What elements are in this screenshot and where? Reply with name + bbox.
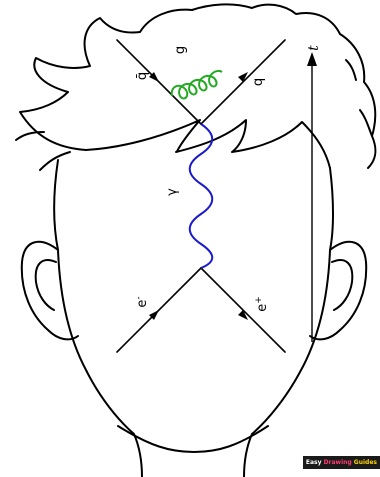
left-ear-inner — [36, 260, 56, 310]
label-antiquark: q̄ — [135, 72, 150, 80]
gluon-curly-line — [172, 71, 222, 99]
face-right-contour — [244, 168, 333, 477]
time-axis — [307, 52, 317, 342]
hair-fringe — [86, 120, 330, 168]
quark-arrow-icon — [238, 72, 248, 82]
hair-strand-right — [346, 60, 356, 80]
label-photon: γ — [165, 188, 180, 196]
positron-arrow-icon — [238, 310, 248, 320]
hair-outline — [20, 4, 375, 168]
hair-strand-right-2 — [360, 110, 372, 136]
label-quark: q — [251, 78, 266, 86]
fermion-arrowheads — [149, 72, 248, 320]
chin-contour — [118, 426, 268, 452]
face-left-contour — [54, 160, 142, 477]
label-electron: e- — [134, 296, 150, 307]
time-axis-arrow-icon — [307, 52, 317, 66]
label-gluon: g — [173, 46, 188, 54]
hair-strand-left-2 — [40, 152, 70, 170]
watermark-logo: Easy Drawing Guides — [303, 456, 380, 469]
label-positron: e+ — [254, 296, 270, 312]
right-ear-inner — [332, 260, 352, 310]
label-time-axis: t — [306, 45, 322, 51]
left-ear — [22, 242, 78, 340]
